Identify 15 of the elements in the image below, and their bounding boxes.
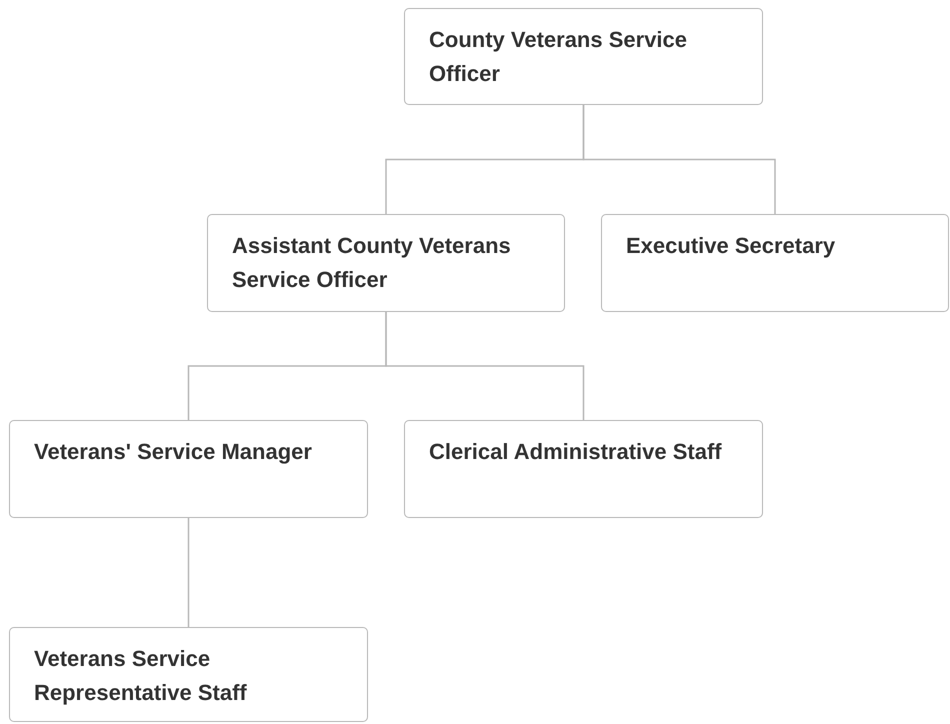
org-box — [601, 214, 949, 312]
connector-line — [385, 312, 584, 420]
org-box — [404, 420, 763, 518]
connector-line — [582, 105, 776, 214]
role-title: Veterans' Service Manager — [34, 438, 313, 466]
role-title: Assistant County Veterans Service Officer — [232, 232, 512, 294]
connector-line — [188, 518, 190, 627]
role-title: Clerical Administrative Staff — [429, 438, 723, 466]
org-box — [207, 214, 565, 312]
role-title: Veterans Service Representative Staff — [34, 645, 248, 707]
org-box — [404, 8, 763, 105]
role-title: County Veterans Service Officer — [429, 26, 688, 88]
role-title: Executive Secretary — [626, 232, 836, 260]
org-box — [9, 627, 368, 722]
org-box — [9, 420, 368, 518]
